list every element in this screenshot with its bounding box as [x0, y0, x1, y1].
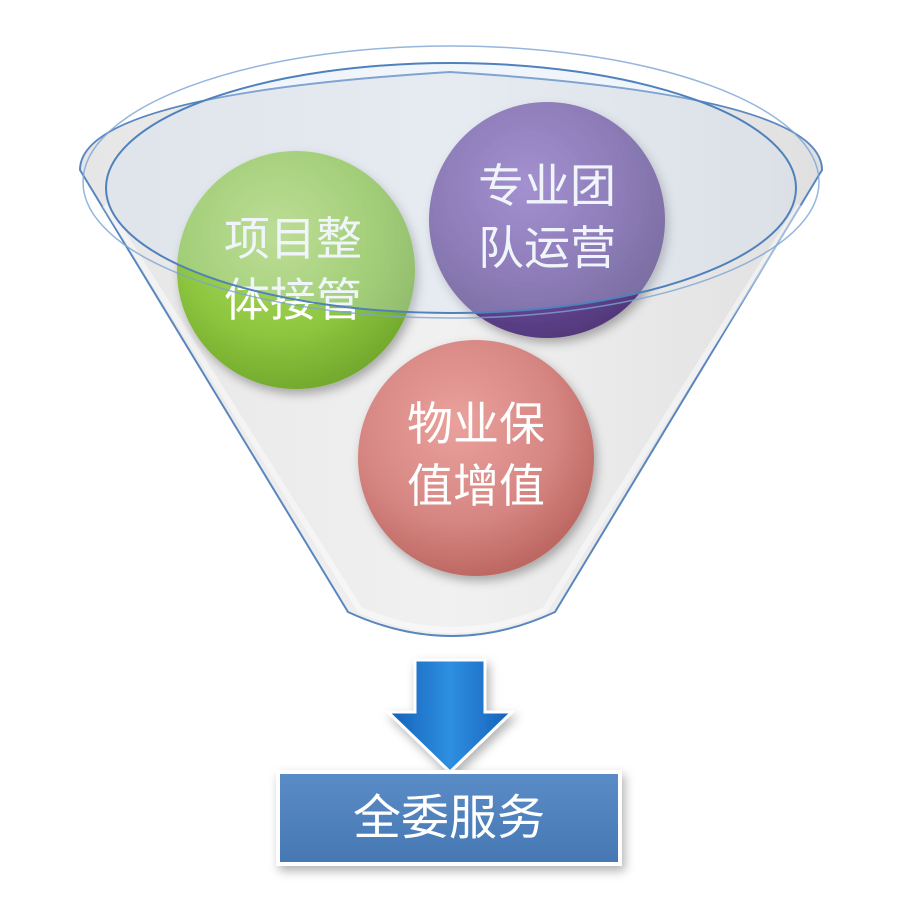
funnel-inner-shade	[102, 203, 803, 633]
circle-purple-line2: 队运营	[478, 221, 616, 275]
circle-green-line1: 项目整	[224, 212, 362, 266]
funnel-rim	[82, 45, 820, 319]
circle-purple-line1: 专业团	[478, 159, 616, 213]
circle-green: 项目整 体接管	[177, 151, 415, 389]
circle-red: 物业保 值增值	[358, 340, 594, 576]
result-box: 全委服务	[276, 770, 622, 866]
down-arrow-icon	[384, 658, 516, 775]
circle-purple: 专业团 队运营	[429, 102, 665, 338]
result-label: 全委服务	[353, 790, 545, 846]
circle-red-line2: 值增值	[407, 459, 545, 513]
circle-red-line1: 物业保	[407, 397, 545, 451]
